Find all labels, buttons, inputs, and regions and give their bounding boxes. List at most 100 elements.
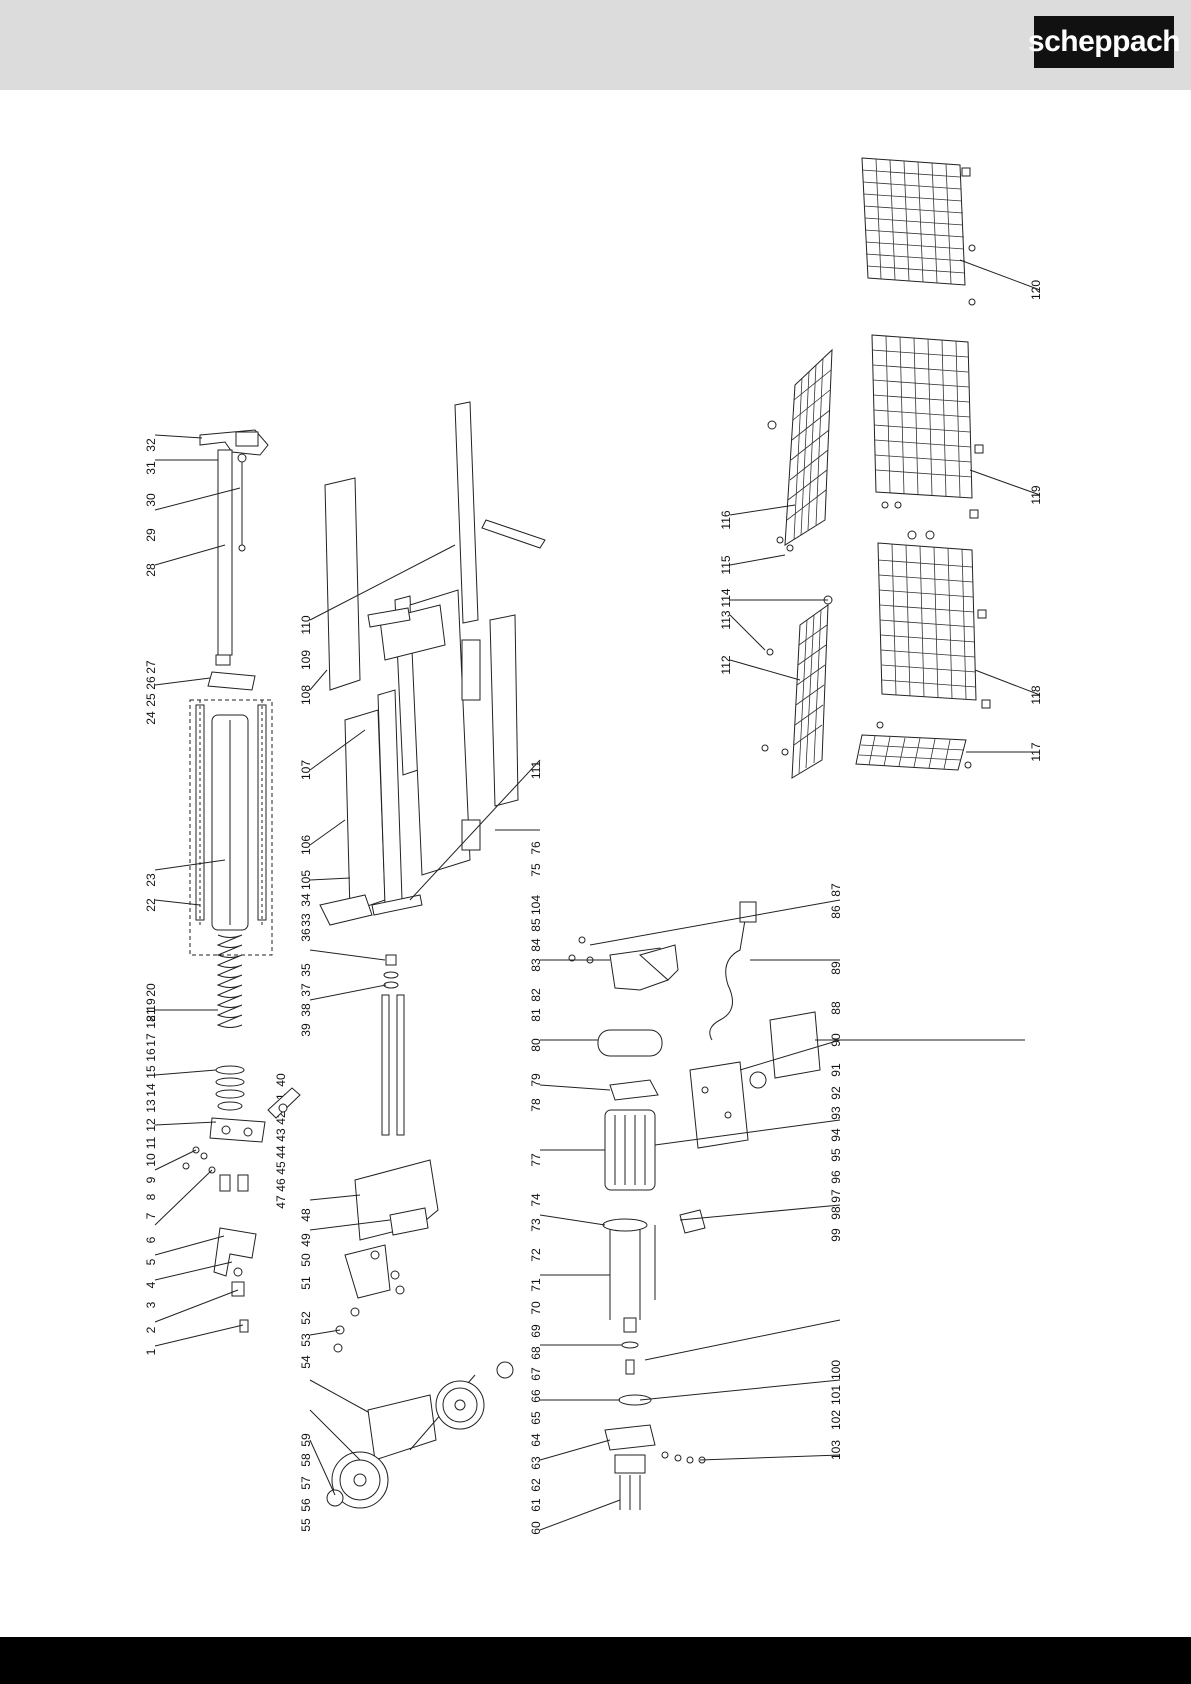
callout-label: 32 <box>144 438 158 452</box>
motor-pump-assembly <box>568 901 821 1510</box>
callout-label: 23 <box>144 873 158 887</box>
callout-label: 75 <box>529 863 543 877</box>
guard-panel-119 <box>871 334 984 519</box>
callout-label: 96 <box>829 1170 843 1184</box>
callout-label: 35 <box>299 963 313 977</box>
page-header: scheppach <box>0 0 1191 90</box>
callout-label: 104 <box>529 895 543 915</box>
callout-label: 27 <box>144 660 158 674</box>
callout-label: 97 <box>829 1189 843 1203</box>
callout-label: 57 <box>299 1476 313 1490</box>
callout-label: 65 <box>529 1411 543 1425</box>
guard-panel-112 <box>761 595 833 779</box>
callout-label: 109 <box>299 650 313 670</box>
callout-label: 87 <box>829 883 843 897</box>
callout-label: 106 <box>299 835 313 855</box>
callout-label: 62 <box>529 1478 543 1492</box>
callout-label: 79 <box>529 1073 543 1087</box>
callout-label: 26 <box>144 676 158 690</box>
callout-label: 36 <box>299 928 313 942</box>
callout-label: 47 <box>274 1195 288 1209</box>
guard-panel-117 <box>855 721 972 771</box>
callout-label: 20 <box>144 983 158 997</box>
callout-label: 8 <box>144 1193 158 1200</box>
page-footer <box>0 1637 1191 1684</box>
callout-label: 72 <box>529 1248 543 1262</box>
callout-label: 76 <box>529 841 543 855</box>
callout-label: 56 <box>299 1498 313 1512</box>
callout-label: 85 <box>529 918 543 932</box>
callout-label: 44 <box>274 1145 288 1159</box>
callout-label: 24 <box>144 711 158 725</box>
callout-label: 52 <box>299 1311 313 1325</box>
callout-label: 63 <box>529 1456 543 1470</box>
callout-label: 48 <box>299 1208 313 1222</box>
callout-label: 93 <box>829 1106 843 1120</box>
callout-label: 118 <box>1029 685 1043 704</box>
callout-label: 66 <box>529 1389 543 1403</box>
callout-label: 91 <box>829 1063 843 1077</box>
callout-label: 54 <box>299 1355 313 1369</box>
guard-panel-118 <box>877 530 991 709</box>
callout-label: 7 <box>144 1212 158 1219</box>
callout-label: 58 <box>299 1453 313 1467</box>
callout-label: 31 <box>144 461 158 475</box>
callout-label: 94 <box>829 1128 843 1142</box>
callout-label: 25 <box>144 693 158 707</box>
callout-label: 37 <box>299 983 313 997</box>
callout-label: 13 <box>144 1099 158 1113</box>
callout-label: 107 <box>299 760 313 780</box>
callout-label: 74 <box>529 1193 543 1207</box>
callout-label: 39 <box>299 1023 313 1037</box>
callout-label: 2 <box>144 1326 158 1333</box>
callout-label: 22 <box>144 898 158 912</box>
callout-label: 98 <box>829 1206 843 1220</box>
callout-label: 83 <box>529 958 543 972</box>
callout-label: 30 <box>144 493 158 507</box>
callout-label: 73 <box>529 1218 543 1232</box>
callout-label: 99 <box>829 1228 843 1242</box>
callout-label: 29 <box>144 528 158 542</box>
scheppach-logo: scheppach <box>1028 16 1181 68</box>
callout-label: 112 <box>719 655 733 674</box>
callout-label: 38 <box>299 1003 313 1017</box>
callout-label: 119 <box>1029 485 1043 504</box>
callout-label: 86 <box>829 905 843 919</box>
callout-label: 40 <box>274 1073 288 1087</box>
callout-label: 103 <box>829 1440 843 1460</box>
callout-label: 1 <box>144 1348 158 1355</box>
callout-label: 111 <box>529 761 543 780</box>
callout-label: 49 <box>299 1233 313 1247</box>
callout-label: 82 <box>529 988 543 1002</box>
guard-panel-120 <box>861 157 976 306</box>
callout-label: 84 <box>529 938 543 952</box>
callout-label: 19 <box>144 998 158 1012</box>
callout-label: 33 <box>299 913 313 927</box>
callout-label: 43 <box>274 1128 288 1142</box>
callout-label: 5 <box>144 1258 158 1265</box>
callout-label: 113 <box>719 610 733 629</box>
callout-label: 108 <box>299 685 313 705</box>
callout-labels: 1234567891011121314151617181920212223242… <box>144 280 1043 1535</box>
callout-label: 95 <box>829 1148 843 1162</box>
callout-label: 10 <box>144 1153 158 1167</box>
callout-label: 77 <box>529 1153 543 1167</box>
callout-label: 105 <box>299 870 313 890</box>
callout-label: 16 <box>144 1048 158 1062</box>
callout-label: 120 <box>1029 280 1043 300</box>
guard-panels <box>761 157 991 779</box>
callout-label: 115 <box>719 555 733 574</box>
callout-label: 71 <box>529 1278 543 1292</box>
callout-label: 46 <box>274 1178 288 1192</box>
callout-label: 116 <box>719 510 733 529</box>
callout-label: 102 <box>829 1410 843 1430</box>
callout-label: 114 <box>719 588 733 607</box>
callout-label: 9 <box>144 1176 158 1183</box>
wedge-table-wheels <box>319 401 546 1509</box>
callout-label: 17 <box>144 1033 158 1047</box>
callout-label: 101 <box>829 1385 843 1405</box>
callout-label: 50 <box>299 1253 313 1267</box>
callout-label: 53 <box>299 1333 313 1347</box>
callout-label: 70 <box>529 1301 543 1315</box>
callout-label: 15 <box>144 1065 158 1079</box>
